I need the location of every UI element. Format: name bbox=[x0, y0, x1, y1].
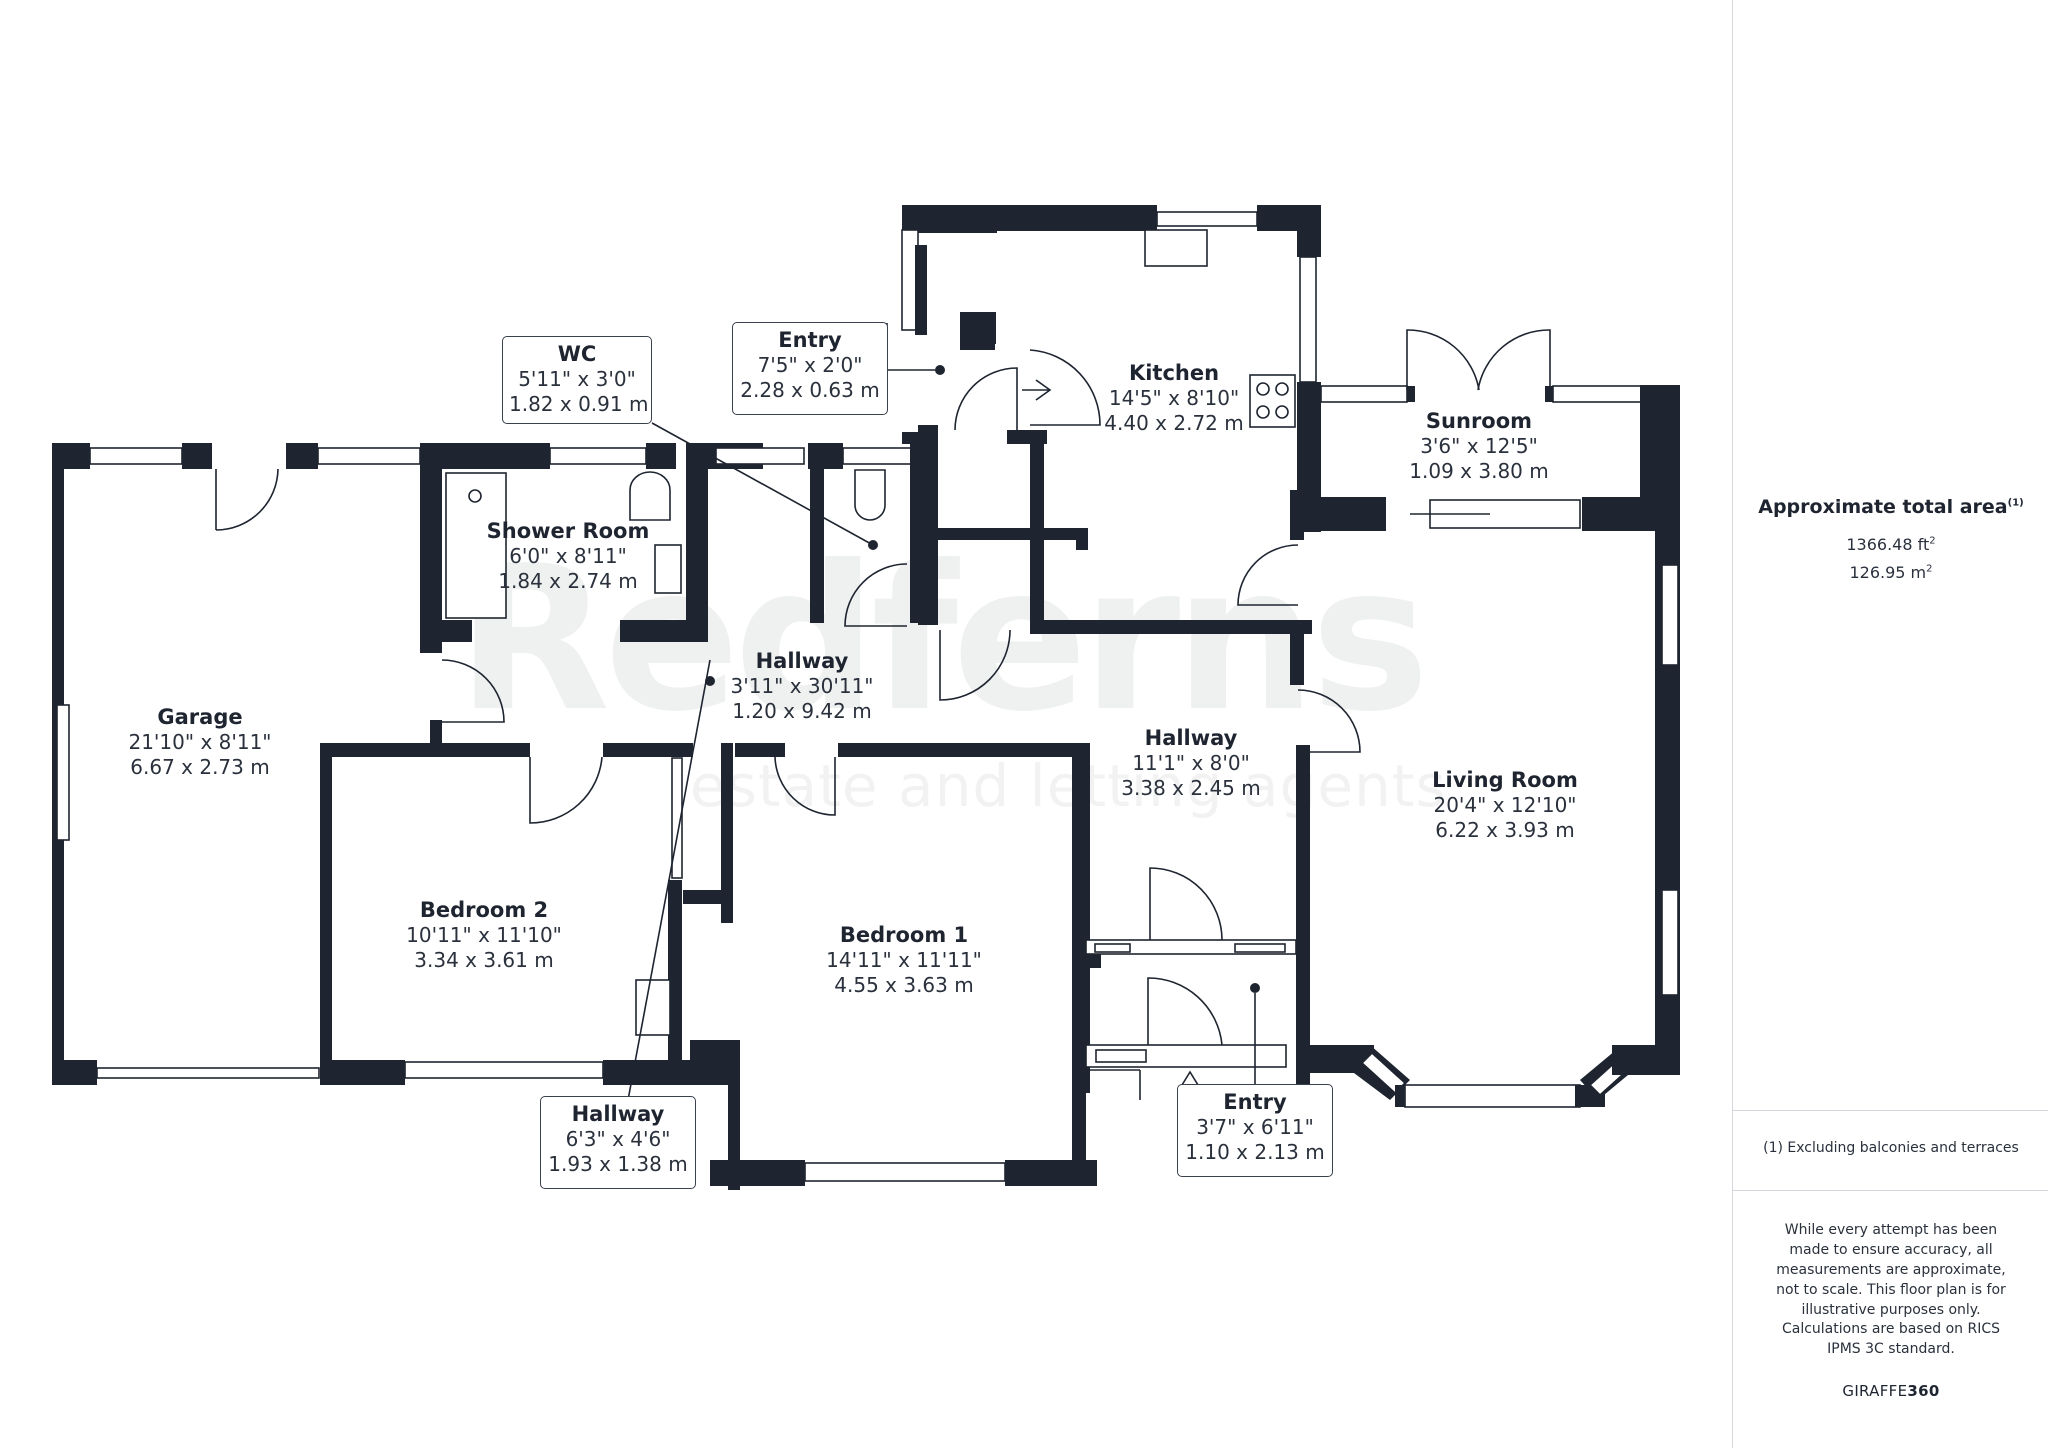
room-name: Bedroom 2 bbox=[419, 898, 549, 922]
brand-text: GIRAFFE bbox=[1842, 1382, 1908, 1400]
divider bbox=[1733, 1190, 2048, 1191]
room-label-shower-room: Shower Room 6'0" x 8'11" 1.84 x 2.74 m bbox=[487, 518, 650, 594]
brand-logo: GIRAFFE360 bbox=[1733, 1382, 2048, 1400]
rear-entry-walls bbox=[886, 205, 1088, 625]
room-dim-imperial: 14'11" x 11'11" bbox=[826, 948, 982, 972]
room-dim-metric: 1.10 x 2.13 m bbox=[1185, 1140, 1325, 1164]
living-room-walls bbox=[1296, 1045, 1680, 1108]
garage-door bbox=[215, 468, 279, 531]
room-dim-metric: 1.93 x 1.38 m bbox=[548, 1152, 688, 1176]
room-name: WC bbox=[557, 342, 597, 366]
room-dim-metric: 3.38 x 2.45 m bbox=[1121, 776, 1261, 800]
shower-room-walls bbox=[420, 443, 708, 750]
unit-exponent: 2 bbox=[1926, 563, 1933, 575]
room-name: Hallway bbox=[571, 1102, 665, 1126]
unit-exponent: 2 bbox=[1929, 535, 1936, 547]
room-label-kitchen: Kitchen 14'5" x 8'10" 4.40 x 2.72 m bbox=[1104, 360, 1243, 436]
room-dim-metric: 2.28 x 0.63 m bbox=[740, 378, 880, 402]
room-label-wc: WC 5'11" x 3'0" 1.82 x 0.91 m bbox=[502, 336, 652, 424]
room-name: Bedroom 1 bbox=[839, 923, 969, 947]
hob-icon bbox=[1249, 374, 1296, 428]
sunroom-walls bbox=[1296, 329, 1680, 1075]
wc-door bbox=[844, 563, 908, 627]
room-dim-imperial: 20'4" x 12'10" bbox=[1433, 793, 1577, 817]
room-dim-metric: 6.67 x 2.73 m bbox=[130, 755, 270, 779]
disclaimer: While every attempt has been made to ens… bbox=[1776, 1222, 2006, 1318]
basin-icon bbox=[654, 544, 682, 594]
garage-walls bbox=[52, 443, 421, 1085]
room-label-garage: Garage 21'10" x 8'11" 6.67 x 2.73 m bbox=[128, 704, 271, 780]
room-dim-metric: 4.40 x 2.72 m bbox=[1104, 411, 1244, 435]
brand-text-bold: 360 bbox=[1907, 1382, 1940, 1400]
toilet-icon bbox=[629, 471, 671, 521]
hallway-front-walls bbox=[1085, 544, 1361, 1100]
room-name: Shower Room bbox=[486, 519, 650, 543]
label-leaders bbox=[651, 422, 874, 546]
hallway-doors bbox=[529, 629, 1011, 824]
watermark-tagline: estate and letting agents bbox=[690, 752, 1447, 820]
room-dim-imperial: 21'10" x 8'11" bbox=[128, 730, 272, 754]
area-title-text: Approximate total area bbox=[1758, 496, 2008, 518]
room-label-sunroom: Sunroom 3'6" x 12'5" 1.09 x 3.80 m bbox=[1409, 408, 1548, 484]
area-summary-panel: Approximate total area(1) 1366.48 ft2 12… bbox=[1732, 0, 2048, 1448]
room-label-hallway-main: Hallway 3'11" x 30'11" 1.20 x 9.42 m bbox=[730, 648, 873, 724]
room-dim-imperial: 3'11" x 30'11" bbox=[730, 674, 874, 698]
divider bbox=[1733, 1110, 2048, 1111]
footnote-marker: (1) bbox=[2007, 497, 2024, 509]
room-dim-imperial: 11'1" x 8'0" bbox=[1132, 751, 1250, 775]
rear-entry-door bbox=[954, 367, 1018, 431]
room-dim-imperial: 10'11" x 11'10" bbox=[406, 923, 562, 947]
watermark-logo: Redferns bbox=[456, 523, 1430, 756]
room-dim-imperial: 6'3" x 4'6" bbox=[565, 1127, 671, 1151]
room-dim-metric: 3.34 x 3.61 m bbox=[414, 948, 554, 972]
sink-icon bbox=[1144, 229, 1208, 267]
calculation-note: Calculations are based on RICS IPMS 3C s… bbox=[1781, 1321, 2001, 1357]
room-label-entry-front: Entry 3'7" x 6'11" 1.10 x 2.13 m bbox=[1177, 1084, 1333, 1177]
room-dim-imperial: 14'5" x 8'10" bbox=[1108, 386, 1240, 410]
shower-room-door bbox=[441, 659, 505, 723]
floor-plan-drawing bbox=[52, 205, 1680, 1190]
bedroom-2-walls bbox=[320, 1040, 728, 1085]
room-dim-metric: 1.20 x 9.42 m bbox=[732, 699, 872, 723]
room-dim-imperial: 7'5" x 2'0" bbox=[757, 353, 863, 377]
area-footnote: (1) Excluding balconies and terraces bbox=[1763, 1140, 2019, 1156]
area-ft-value: 1366.48 ft bbox=[1846, 535, 1930, 554]
floor-plan: Redferns estate and letting agents bbox=[52, 205, 1680, 1190]
room-name: Entry bbox=[778, 328, 842, 352]
kitchen-door bbox=[1029, 349, 1101, 426]
room-dim-imperial: 5'11" x 3'0" bbox=[518, 367, 636, 391]
room-dim-metric: 4.55 x 3.63 m bbox=[834, 973, 974, 997]
room-dim-metric: 1.82 x 0.91 m bbox=[509, 392, 649, 416]
hallway-walls bbox=[320, 659, 1090, 1101]
area-square-metres: 126.95 m2 bbox=[1733, 563, 2048, 582]
room-label-hallway-small: Hallway 6'3" x 4'6" 1.93 x 1.38 m bbox=[540, 1096, 696, 1189]
room-dim-metric: 1.09 x 3.80 m bbox=[1409, 459, 1549, 483]
room-name: Hallway bbox=[1144, 726, 1238, 750]
room-name: Garage bbox=[157, 705, 243, 729]
room-label-hallway-front: Hallway 11'1" x 8'0" 3.38 x 2.45 m bbox=[1121, 725, 1260, 801]
bedroom-1-walls bbox=[710, 743, 1097, 1190]
toilet-icon bbox=[854, 469, 886, 521]
room-label-bedroom-1: Bedroom 1 14'11" x 11'11" 4.55 x 3.63 m bbox=[826, 922, 982, 998]
room-dim-metric: 6.22 x 3.93 m bbox=[1435, 818, 1575, 842]
wc-walls bbox=[708, 443, 928, 623]
room-label-entry-rear: Entry 7'5" x 2'0" 2.28 x 0.63 m bbox=[732, 322, 888, 415]
room-dim-imperial: 6'0" x 8'11" bbox=[509, 544, 627, 568]
room-name: Kitchen bbox=[1128, 361, 1220, 385]
room-label-bedroom-2: Bedroom 2 10'11" x 11'10" 3.34 x 3.61 m bbox=[406, 897, 562, 973]
room-dim-imperial: 3'6" x 12'5" bbox=[1420, 434, 1538, 458]
room-name: Hallway bbox=[755, 649, 849, 673]
room-dim-metric: 1.84 x 2.74 m bbox=[498, 569, 638, 593]
room-dim-imperial: 3'7" x 6'11" bbox=[1196, 1115, 1314, 1139]
room-name: Living Room bbox=[1432, 768, 1578, 792]
area-square-feet: 1366.48 ft2 bbox=[1733, 535, 2048, 554]
room-label-living-room: Living Room 20'4" x 12'10" 6.22 x 3.93 m bbox=[1432, 767, 1578, 843]
room-name: Entry bbox=[1223, 1090, 1287, 1114]
shower-icon bbox=[445, 472, 507, 619]
wardrobe-icon bbox=[635, 979, 671, 1036]
area-m-value: 126.95 m bbox=[1849, 563, 1927, 582]
room-name: Sunroom bbox=[1425, 409, 1533, 433]
area-title: Approximate total area(1) bbox=[1733, 496, 2048, 518]
